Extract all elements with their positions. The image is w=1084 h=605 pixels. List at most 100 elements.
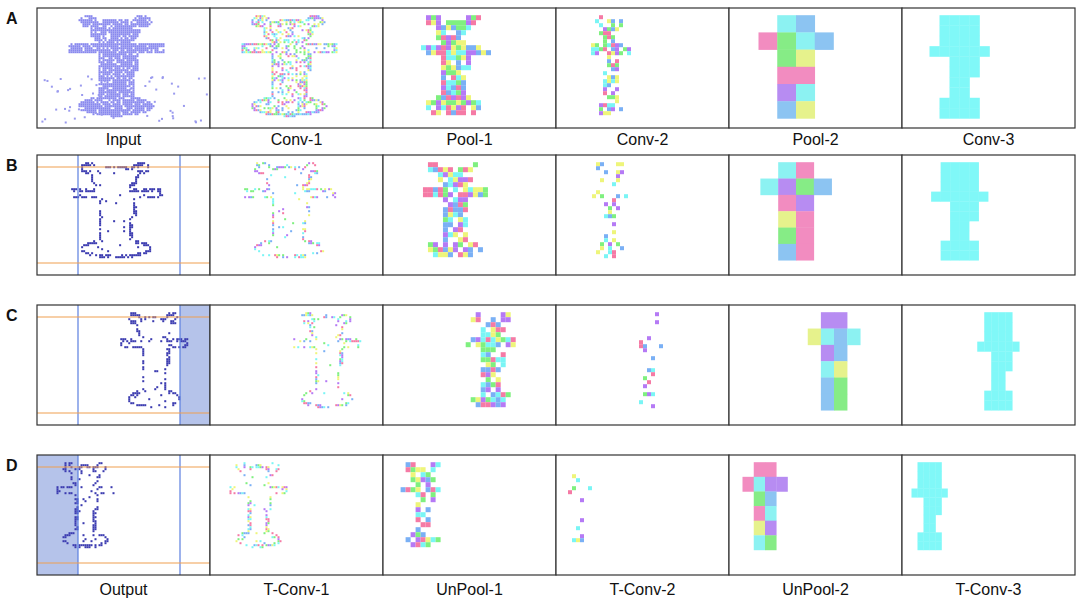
spike-pixel xyxy=(119,19,121,21)
spike-pixel xyxy=(288,71,290,73)
spike-pixel xyxy=(119,71,121,73)
spike-pixel xyxy=(99,59,101,61)
spike-pixel xyxy=(107,93,109,95)
spike-pixel xyxy=(288,101,290,103)
spike-pixel xyxy=(278,25,280,27)
spike-pixel xyxy=(109,111,111,113)
spike-pixel xyxy=(113,89,115,91)
spike-pixel xyxy=(123,21,125,23)
spike-pixel xyxy=(260,43,262,45)
spike-pixel xyxy=(119,109,121,111)
spike-pixel xyxy=(109,97,111,99)
spike-pixel xyxy=(280,79,282,81)
spike-pixel xyxy=(111,39,113,41)
panel-background xyxy=(210,8,383,128)
spike-pixel xyxy=(270,43,272,45)
spike-pixel xyxy=(141,107,143,109)
spike-pixel xyxy=(486,50,491,55)
spike-pixel xyxy=(314,15,316,17)
spike-pixel xyxy=(286,21,288,23)
spike-pixel xyxy=(89,103,91,105)
spike-pixel xyxy=(139,107,141,109)
spike-pixel xyxy=(107,95,109,97)
spike-pixel xyxy=(145,111,147,113)
spike-pixel xyxy=(288,27,290,29)
spike-pixel xyxy=(163,43,165,45)
spike-pixel xyxy=(599,31,603,35)
spike-pixel xyxy=(81,109,83,111)
spike-pixel xyxy=(109,99,111,101)
spike-pixel xyxy=(131,23,133,25)
spike-pixel xyxy=(264,33,266,35)
spike-pixel xyxy=(119,65,121,67)
spike-pixel xyxy=(294,89,296,91)
spike-pixel xyxy=(296,91,298,93)
spike-pixel xyxy=(115,67,117,69)
spike-pixel xyxy=(87,111,89,113)
spike-pixel xyxy=(145,17,147,19)
spike-pixel xyxy=(308,23,310,25)
spike-pixel xyxy=(127,41,129,43)
spike-pixel xyxy=(80,85,82,87)
spike-pixel xyxy=(129,79,131,81)
spike-pixel xyxy=(89,23,91,25)
spike-pixel xyxy=(91,103,93,105)
spike-pixel xyxy=(308,61,310,63)
spike-pixel xyxy=(137,69,139,71)
spike-pixel xyxy=(171,83,173,85)
spike-pixel xyxy=(123,101,125,103)
spike-pixel xyxy=(143,21,145,23)
spike-pixel xyxy=(115,39,117,41)
spike-pixel xyxy=(461,105,466,110)
spike-pixel xyxy=(123,29,125,31)
spike-pixel xyxy=(451,35,456,40)
spike-pixel xyxy=(436,105,441,110)
spike-pixel xyxy=(121,29,123,31)
spike-pixel xyxy=(113,19,115,21)
spike-pixel xyxy=(603,35,607,39)
spike-pixel xyxy=(461,95,466,100)
spike-pixel xyxy=(426,105,431,110)
spike-pixel xyxy=(119,103,121,105)
spike-pixel xyxy=(328,45,330,47)
spike-pixel xyxy=(119,69,121,71)
spike-pixel xyxy=(456,50,461,55)
spike-pixel xyxy=(451,110,456,115)
spike-pixel xyxy=(312,43,314,45)
spike-pixel xyxy=(125,23,127,25)
spike-pixel xyxy=(268,107,270,109)
spike-pixel xyxy=(127,113,129,115)
spike-pixel xyxy=(334,49,336,51)
spike-pixel xyxy=(288,77,290,79)
spike-pixel xyxy=(113,47,115,49)
spike-pixel xyxy=(55,109,57,111)
spike-pixel xyxy=(296,55,298,57)
spike-pixel xyxy=(131,39,133,41)
spike-pixel xyxy=(246,43,248,45)
spike-pixel xyxy=(113,97,115,99)
spike-pixel xyxy=(322,17,324,19)
panel-frame xyxy=(210,8,383,128)
spike-pixel xyxy=(280,57,282,59)
spike-pixel xyxy=(139,105,141,107)
spike-pixel xyxy=(133,49,135,51)
spike-pixel xyxy=(278,45,280,47)
spike-pixel xyxy=(147,109,149,111)
spike-pixel xyxy=(113,93,115,95)
spike-pixel xyxy=(105,49,107,51)
spike-pixel xyxy=(107,47,109,49)
spike-pixel xyxy=(97,35,99,37)
spike-pixel xyxy=(141,47,143,49)
spike-pixel xyxy=(107,23,109,25)
spike-pixel xyxy=(274,97,276,99)
spike-pixel xyxy=(123,33,125,35)
spike-pixel xyxy=(103,75,105,77)
spike-pixel xyxy=(137,99,139,101)
spike-pixel xyxy=(121,105,123,107)
spike-pixel xyxy=(300,79,302,81)
spike-pixel xyxy=(451,45,456,50)
spike-pixel xyxy=(284,63,286,65)
spike-pixel xyxy=(85,99,87,101)
spike-pixel xyxy=(242,49,244,51)
spike-pixel xyxy=(451,90,456,95)
